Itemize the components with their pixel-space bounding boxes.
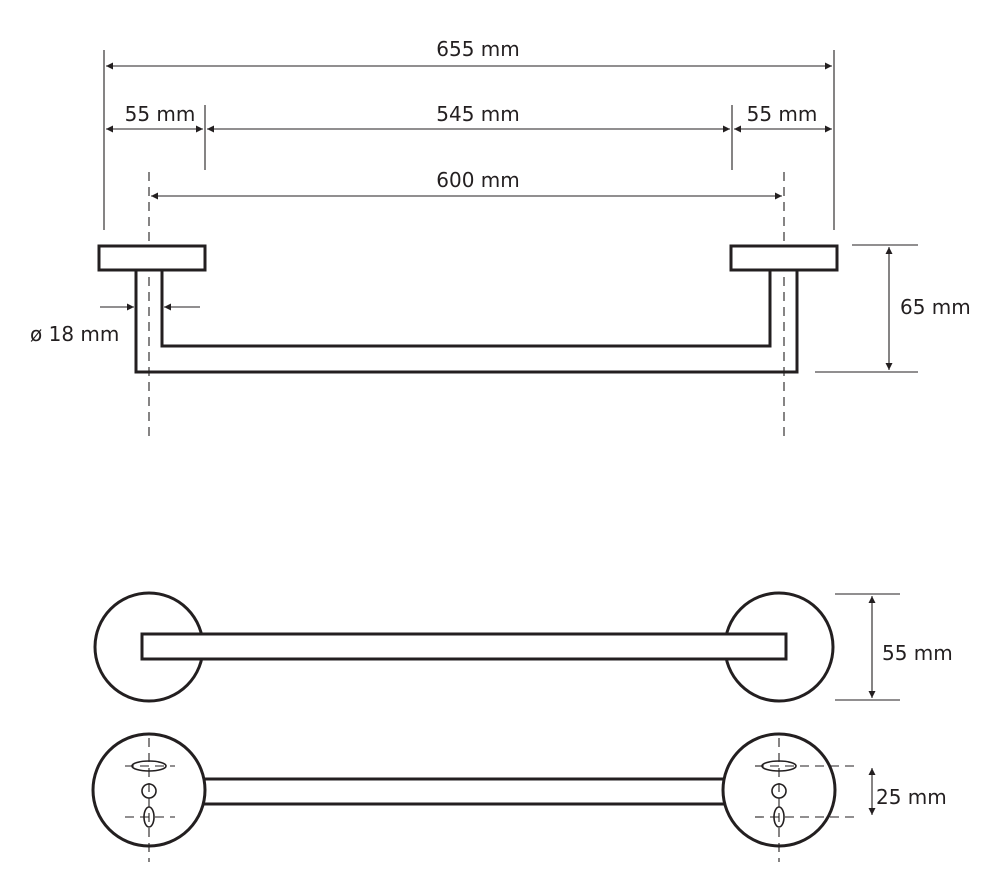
bar-mounting xyxy=(178,777,752,806)
right-vertical-slot xyxy=(773,806,785,828)
left-wall-flange xyxy=(97,244,207,272)
right-slot-hole xyxy=(761,760,797,772)
dim-label-left-flange: 55 mm xyxy=(125,102,196,126)
front-view: 55 mm xyxy=(93,591,953,703)
dim-label-right-flange: 55 mm xyxy=(747,102,818,126)
bar-front xyxy=(140,632,788,661)
dim-label-hole-spacing: 25 mm xyxy=(876,785,947,809)
left-vertical-slot xyxy=(143,806,155,828)
dim-label-depth: 65 mm xyxy=(900,295,971,319)
dim-label-rosette: 55 mm xyxy=(882,641,953,665)
right-wall-flange xyxy=(729,244,839,272)
right-mount-holes xyxy=(755,738,860,862)
mounting-view: 25 mm xyxy=(91,732,947,862)
dim-label-center-distance: 600 mm xyxy=(436,168,520,192)
left-screw-hole xyxy=(141,783,157,799)
left-mount-holes xyxy=(125,738,175,862)
right-screw-hole xyxy=(771,783,787,799)
dim-label-inner-span: 545 mm xyxy=(436,102,520,126)
dim-label-diameter: ø 18 mm xyxy=(30,322,119,346)
dim-label-overall: 655 mm xyxy=(436,37,520,61)
bar-tube-outline xyxy=(134,268,799,374)
side-view: 655 mm 55 mm 545 mm 55 mm 600 mm ø 18 mm… xyxy=(30,37,971,440)
left-slot-hole xyxy=(131,760,167,772)
